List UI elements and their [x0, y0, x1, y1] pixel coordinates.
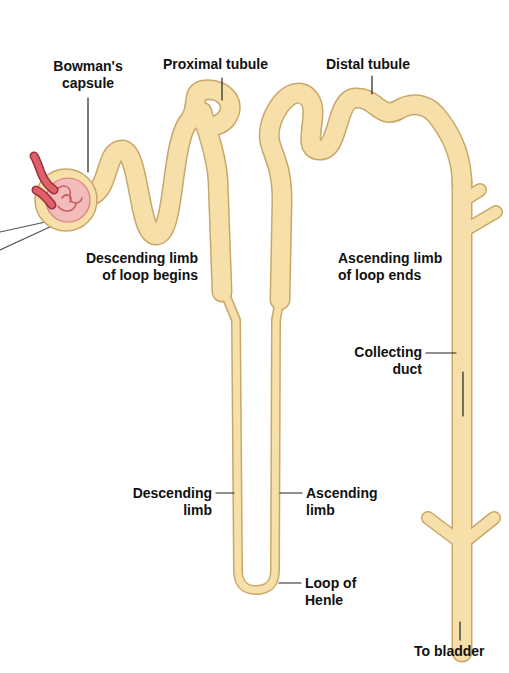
- structure-label: Collecting duct: [336, 344, 422, 378]
- structure-label: Bowman's capsule: [42, 58, 134, 92]
- structure-label: Descending limb: [116, 485, 212, 519]
- region-label: Ascending limb of loop ends: [338, 250, 450, 284]
- structure-label: Loop of Henle: [305, 575, 369, 609]
- structure-label: Proximal tubule: [163, 56, 293, 73]
- direction-label: To bladder: [414, 643, 504, 660]
- structure-label: Distal tubule: [326, 56, 436, 73]
- region-label: Descending limb of loop begins: [80, 250, 198, 284]
- structure-label: Ascending limb: [306, 485, 392, 519]
